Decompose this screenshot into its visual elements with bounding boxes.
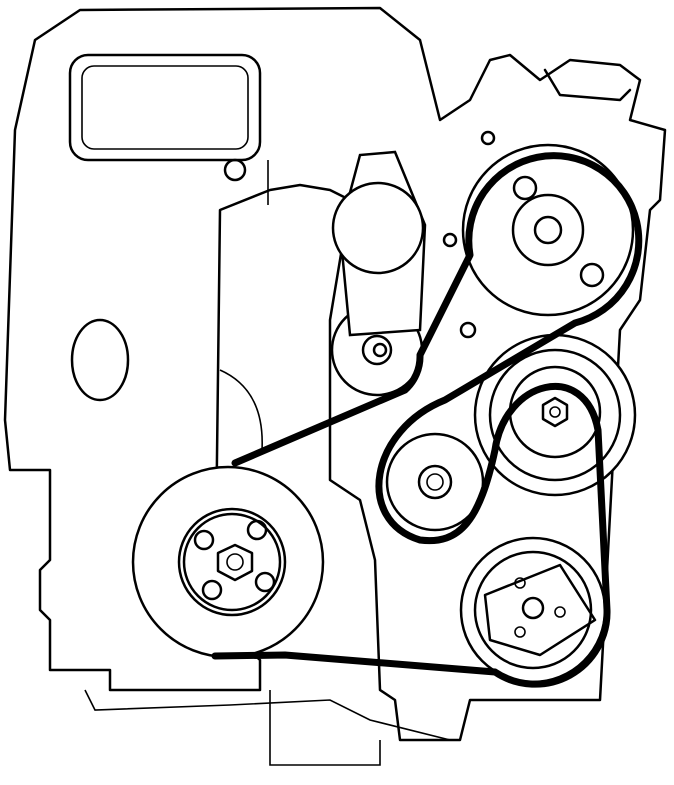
tensioner-assembly [330, 150, 427, 397]
engine-block [3, 6, 667, 766]
drive-belt [211, 152, 643, 688]
valve-cover-window [68, 53, 262, 162]
idler-pulley [385, 432, 485, 532]
ac-compressor-pulley [459, 536, 607, 684]
tensioner-pivot [331, 181, 425, 275]
crankshaft-pulley [131, 465, 325, 659]
engine-mount-hole [70, 318, 130, 402]
alternator-pulley [473, 333, 637, 497]
power-steering-pulley [461, 143, 635, 317]
